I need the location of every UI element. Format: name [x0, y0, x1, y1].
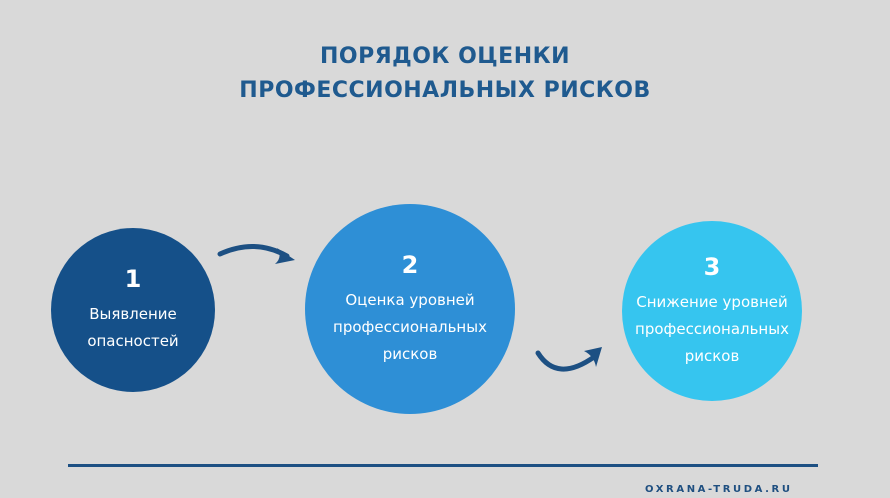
step-number: 2	[401, 250, 419, 279]
arrow-up-right-icon	[535, 347, 602, 372]
step-number: 3	[703, 252, 721, 281]
page-title: ПОРЯДОК ОЦЕНКИ ПРОФЕССИОНАЛЬНЫХ РИСКОВ	[0, 40, 890, 108]
title-line-1: ПОРЯДОК ОЦЕНКИ	[319, 44, 571, 69]
divider	[68, 464, 818, 467]
arrow-right-icon	[217, 243, 295, 264]
site-link[interactable]: OXRANA-TRUDA.RU	[645, 484, 793, 495]
title-line-2: ПРОФЕССИОНАЛЬНЫХ РИСКОВ	[239, 78, 651, 103]
step-number: 1	[124, 265, 142, 293]
